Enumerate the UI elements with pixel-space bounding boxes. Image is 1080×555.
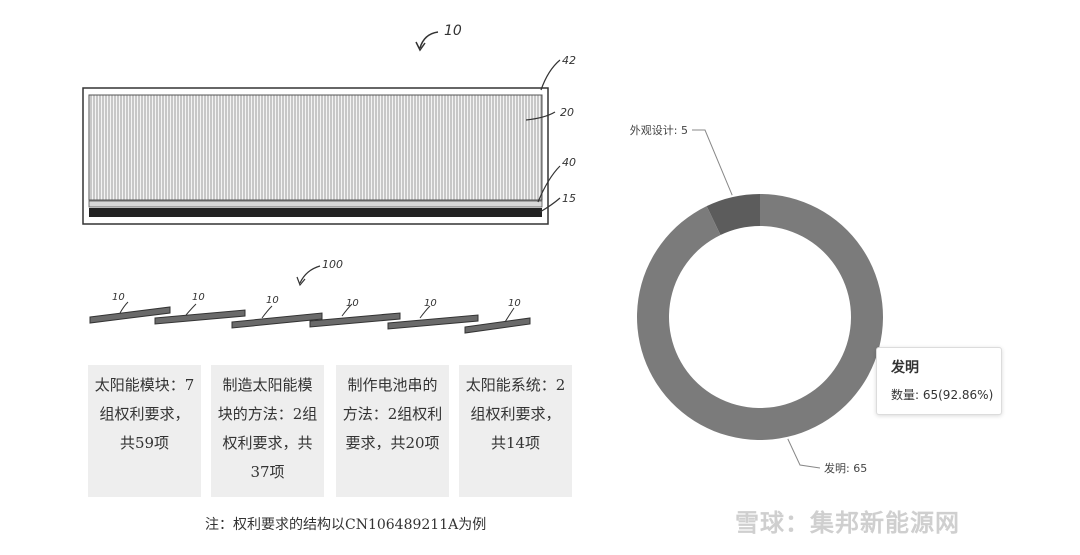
claim-line: 方法：2组权利 xyxy=(342,405,443,423)
layer-label-20: 20 xyxy=(560,106,574,119)
footnote: 注：权利要求的结构以CN106489211A为例 xyxy=(205,517,487,533)
leader-42 xyxy=(540,59,561,91)
slice-label: 发明: 65 xyxy=(824,461,867,475)
thin-layer xyxy=(88,200,543,208)
claim-line: 制作电池串的 xyxy=(347,376,438,394)
claim-box-method: 制造太阳能模 块的方法：2组 权利要求，共 37项 xyxy=(211,365,324,497)
watermark: 雪球：集邦新能源网 xyxy=(735,509,960,537)
donut-chart: 外观设计: 5 发明: 65 xyxy=(630,124,883,475)
shingle-module xyxy=(464,317,531,334)
leader-15 xyxy=(539,197,561,213)
claim-box-module: 太阳能模块：7 组权利要求， 共59项 xyxy=(88,365,201,497)
claim-line: 共14项 xyxy=(490,434,541,452)
shingle-module xyxy=(231,312,323,329)
leader-20 xyxy=(525,111,556,121)
shingle-module xyxy=(387,314,479,330)
leader-40 xyxy=(537,165,561,203)
claim-line: 要求，共20项 xyxy=(345,434,440,452)
shingled-string xyxy=(89,306,531,334)
figure-ref-label: 10 xyxy=(444,23,462,39)
tooltip-title: 发明 xyxy=(891,360,919,376)
claim-box-string: 制作电池串的 方法：2组权利 要求，共20项 xyxy=(336,365,449,497)
donut-slice[interactable] xyxy=(637,194,883,440)
module-label: 10 xyxy=(346,298,359,309)
slice-label: 外观设计: 5 xyxy=(630,124,688,137)
backsheet-layer xyxy=(89,208,542,217)
module-label: 10 xyxy=(266,295,279,306)
array-ref-label: 100 xyxy=(322,258,343,271)
layer-label-42: 42 xyxy=(562,54,576,67)
claim-line: 组权利要求， xyxy=(99,405,190,423)
module-label: 10 xyxy=(424,298,437,309)
tooltip-value: 数量: 65(92.86%) xyxy=(891,388,994,402)
claim-line: 太阳能模块：7 xyxy=(94,376,195,394)
claim-line: 块的方法：2组 xyxy=(217,405,318,423)
claim-box-system: 太阳能系统：2 组权利要求， 共14项 xyxy=(459,365,572,497)
module-label: 10 xyxy=(508,298,521,309)
chart-tooltip: 发明 数量: 65(92.86%) xyxy=(876,347,1002,415)
module-label: 10 xyxy=(112,292,125,303)
array-ref-arrow xyxy=(299,265,321,284)
slice-label-line xyxy=(787,438,821,469)
donut-slice[interactable] xyxy=(706,194,760,236)
shingle-module xyxy=(89,306,171,324)
module-label: 10 xyxy=(192,292,205,303)
claim-line: 权利要求，共 xyxy=(222,434,313,452)
patent-figure: 10 42 20 40 15 100 10 10 10 10 10 10 xyxy=(82,23,576,334)
claim-line: 太阳能系统：2 xyxy=(465,376,566,394)
figure-ref-arrow xyxy=(419,31,439,49)
layer-label-40: 40 xyxy=(562,156,576,169)
layer-label-15: 15 xyxy=(562,192,576,205)
shingle-module xyxy=(154,309,246,325)
cell-layer xyxy=(88,94,543,201)
claim-line: 组权利要求， xyxy=(470,405,561,423)
claim-line: 37项 xyxy=(250,463,285,481)
claim-line: 共59项 xyxy=(119,434,170,452)
claim-line: 制造太阳能模 xyxy=(222,376,313,394)
slice-label-line xyxy=(692,129,733,196)
shingle-module xyxy=(309,312,401,328)
